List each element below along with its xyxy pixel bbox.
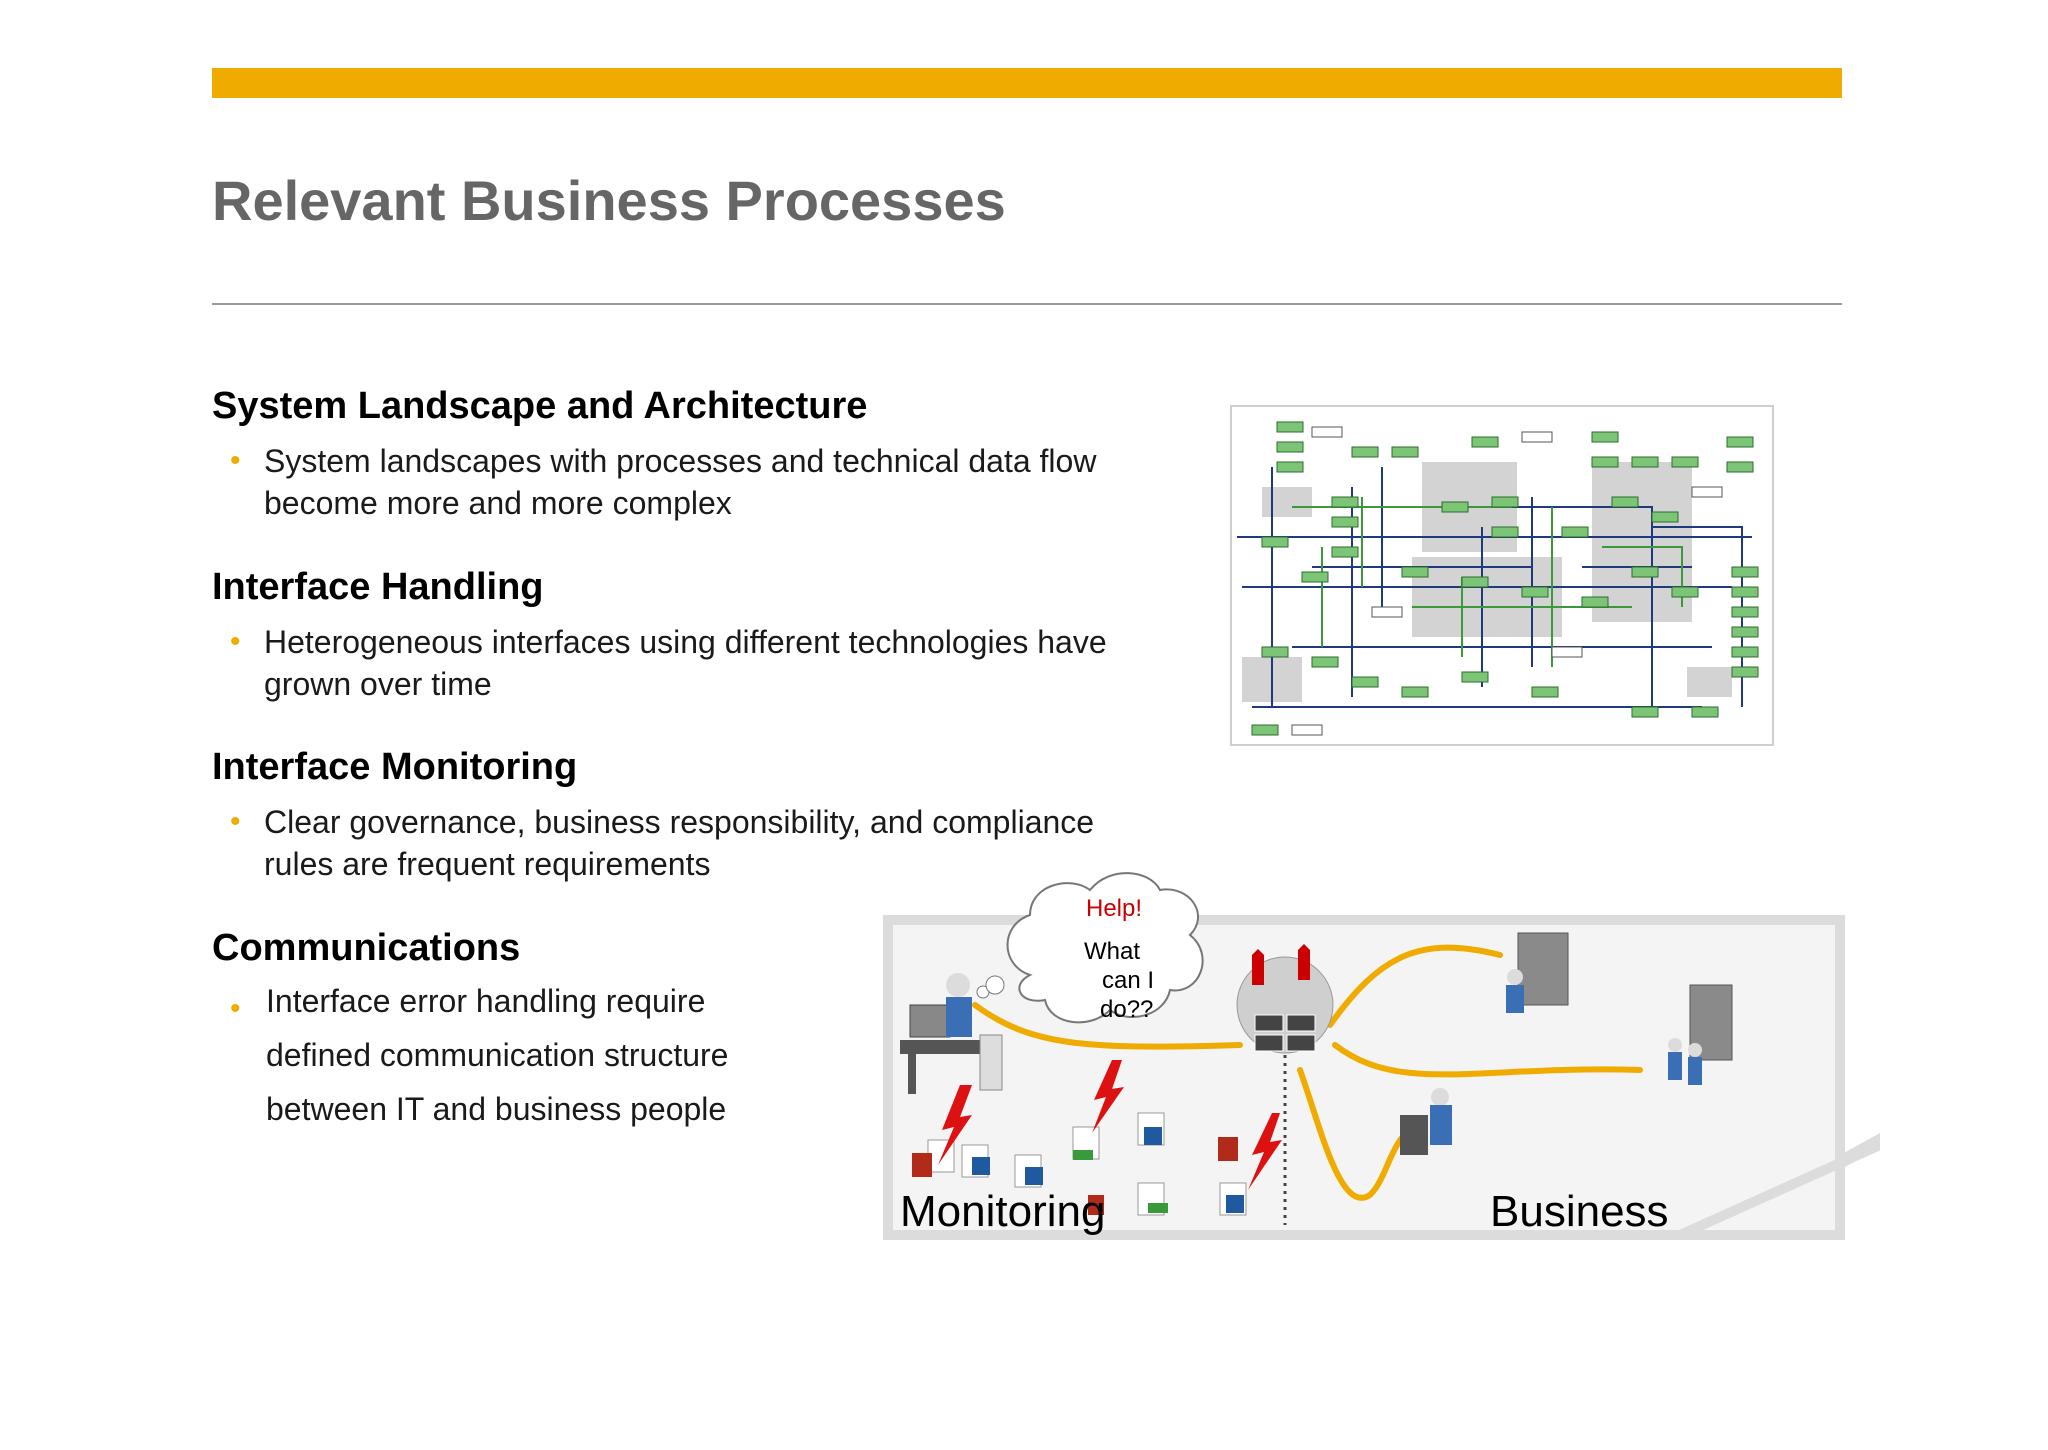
bullet-dot-icon: •: [230, 625, 241, 658]
cloud-help-text: Help!: [1086, 895, 1143, 922]
illustration-graphic: [883, 872, 1883, 1240]
bullet-line: become more and more complex: [264, 485, 732, 521]
bullet-dot-icon: •: [230, 444, 241, 477]
cloud-question-line: What: [1084, 938, 1141, 965]
bullet-item: • Heterogeneous interfaces using differe…: [212, 621, 1172, 705]
section-communications: Communications • Interface error handlin…: [212, 927, 1172, 1136]
bullet-item: • Clear governance, business responsibil…: [212, 801, 1172, 885]
monitoring-label: Monitoring: [900, 1187, 1106, 1236]
people-icon: [1400, 1088, 1452, 1155]
cloud-question-line: can I: [1102, 967, 1155, 994]
lightning-icon: [938, 1060, 1282, 1190]
title-divider: [212, 303, 1842, 305]
slide-title: Relevant Business Processes: [212, 169, 1006, 232]
section-system-landscape: System Landscape and Architecture • Syst…: [212, 385, 1172, 524]
section-heading: Interface Monitoring: [212, 746, 578, 788]
section-heading: Communications: [212, 927, 521, 969]
bullet-item: • Interface error handling require defin…: [212, 974, 1172, 1136]
bullet-line: defined communication structure: [266, 1037, 729, 1073]
bullet-line: between IT and business people: [266, 1091, 727, 1127]
section-interface-monitoring: Interface Monitoring • Clear governance,…: [212, 746, 1172, 885]
globe-server-icon: [1236, 944, 1334, 1054]
bullet-dot-icon: •: [230, 992, 241, 1025]
euro-document-icon: [912, 1137, 1238, 1215]
business-label: Business: [1490, 1187, 1669, 1236]
bullet-dot-icon: •: [230, 805, 241, 838]
bullet-line: Interface error handling require: [266, 983, 706, 1019]
process-network-graphic: [1237, 421, 1759, 736]
bullet-line: rules are frequent requirements: [264, 846, 711, 882]
bullet-line: System landscapes with processes and tec…: [264, 443, 1097, 479]
section-interface-handling: Interface Handling • Heterogeneous inter…: [212, 566, 1172, 705]
accent-bar: [212, 68, 1842, 98]
bullet-line: Heterogeneous interfaces using different…: [264, 624, 1107, 660]
section-heading: Interface Handling: [212, 566, 544, 608]
document-icon: [927, 1112, 1247, 1216]
bullet-line: Clear governance, business responsibilit…: [264, 804, 1095, 840]
process-landscape-diagram: [1230, 405, 1774, 746]
section-heading: System Landscape and Architecture: [212, 385, 868, 427]
bullet-line: grown over time: [264, 666, 492, 702]
bullet-item: • System landscapes with processes and t…: [212, 440, 1172, 524]
monitoring-business-illustration: Help! What can I do?? Monitoring Busines…: [880, 865, 1883, 1245]
cloud-question-line: do??: [1100, 996, 1154, 1023]
workstation-icon: [900, 973, 1003, 1094]
office-building-icon: [1506, 932, 1733, 1085]
